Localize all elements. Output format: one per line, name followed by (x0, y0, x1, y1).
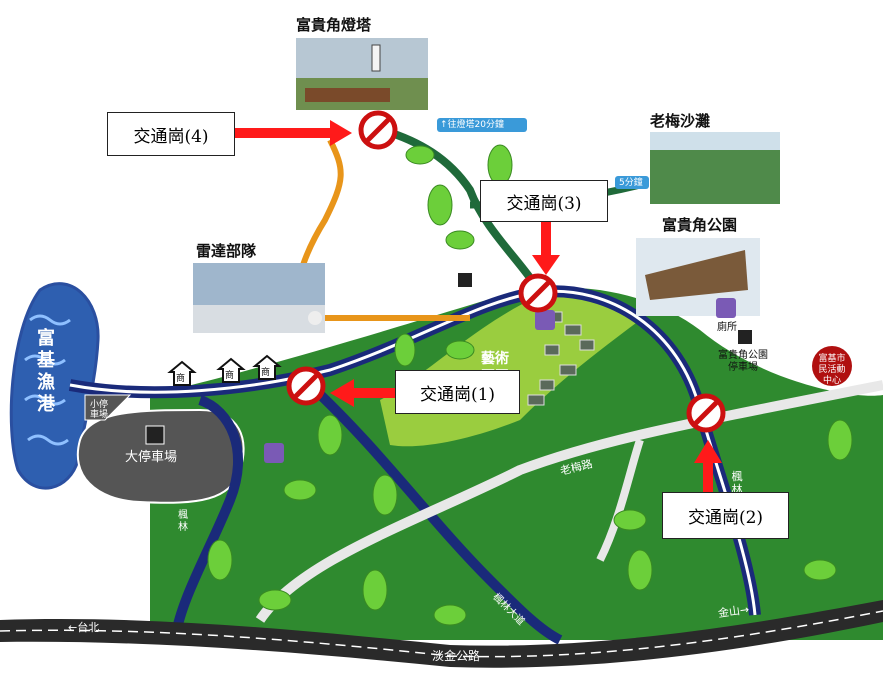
to-taipei-label: ←台北 (68, 621, 100, 634)
highway-center-line (0, 610, 883, 658)
lighthouse-title: 富貴角燈塔 (296, 16, 372, 34)
traffic-post-2-callout: 交通崗(2) (662, 492, 789, 539)
lighthouse-trail (373, 124, 544, 295)
activity-center-icon (812, 346, 852, 386)
fenglin-avenue (306, 381, 563, 645)
laomei-road (255, 380, 883, 623)
fenglin-left-label: 楓林 (178, 510, 188, 533)
traffic-post-4-callout: 交通崗(4) (107, 112, 235, 156)
fenglin-right-label: 楓林 (731, 470, 743, 496)
small-parking-left-area (84, 394, 132, 421)
to-lighthouse-tag (437, 118, 527, 132)
danjin-highway (0, 600, 883, 668)
small-parking-top-label: 小停車場 (474, 276, 511, 286)
laomei-road-branch (596, 438, 644, 562)
shop-icons (167, 354, 282, 386)
activity-center-label: 富基市民活動中心 (818, 354, 846, 386)
shop-label-2: 商 (225, 371, 235, 381)
no-entry-sign-icon (286, 110, 726, 433)
small-parking-left-label: 小停車場 (89, 400, 108, 420)
five-min-tag (615, 176, 649, 189)
fuji-harbor-label: 富基漁港 (37, 328, 55, 415)
harbor-waves (24, 314, 71, 446)
traffic-post-1-callout: 交通崗(1) (395, 370, 520, 414)
shop-label-3: 商 (261, 368, 271, 378)
restroom-icon (264, 298, 736, 463)
to-lighthouse-label: ↑往燈塔20分鐘 (440, 120, 504, 130)
left-road (170, 395, 243, 641)
five-min-label: 5分鐘 (619, 178, 643, 188)
park-parking-label: 富貴角公園停車場 (718, 350, 768, 373)
danjin-road-label: 淡金公路 (432, 649, 481, 663)
laomei-beach-title: 老梅沙灘 (650, 112, 711, 130)
red-arrows (235, 120, 722, 492)
lighthouse-photo (296, 38, 428, 110)
toilet-label: 廁所 (717, 322, 737, 333)
park-photo (636, 238, 760, 316)
big-parking-label: 大停車場 (125, 450, 178, 465)
traffic-post-3-callout: 交通崗(3) (480, 180, 608, 222)
laomei-beach-photo (650, 132, 780, 204)
parking-icon (145, 273, 752, 445)
radar-unit-title: 雷達部隊 (196, 242, 257, 260)
trees (207, 144, 853, 626)
radar-photo (193, 263, 325, 333)
fuguijiao-park-title: 富貴角公園 (662, 216, 738, 234)
shop-label-1: 商 (176, 374, 186, 384)
green-area (150, 287, 883, 640)
